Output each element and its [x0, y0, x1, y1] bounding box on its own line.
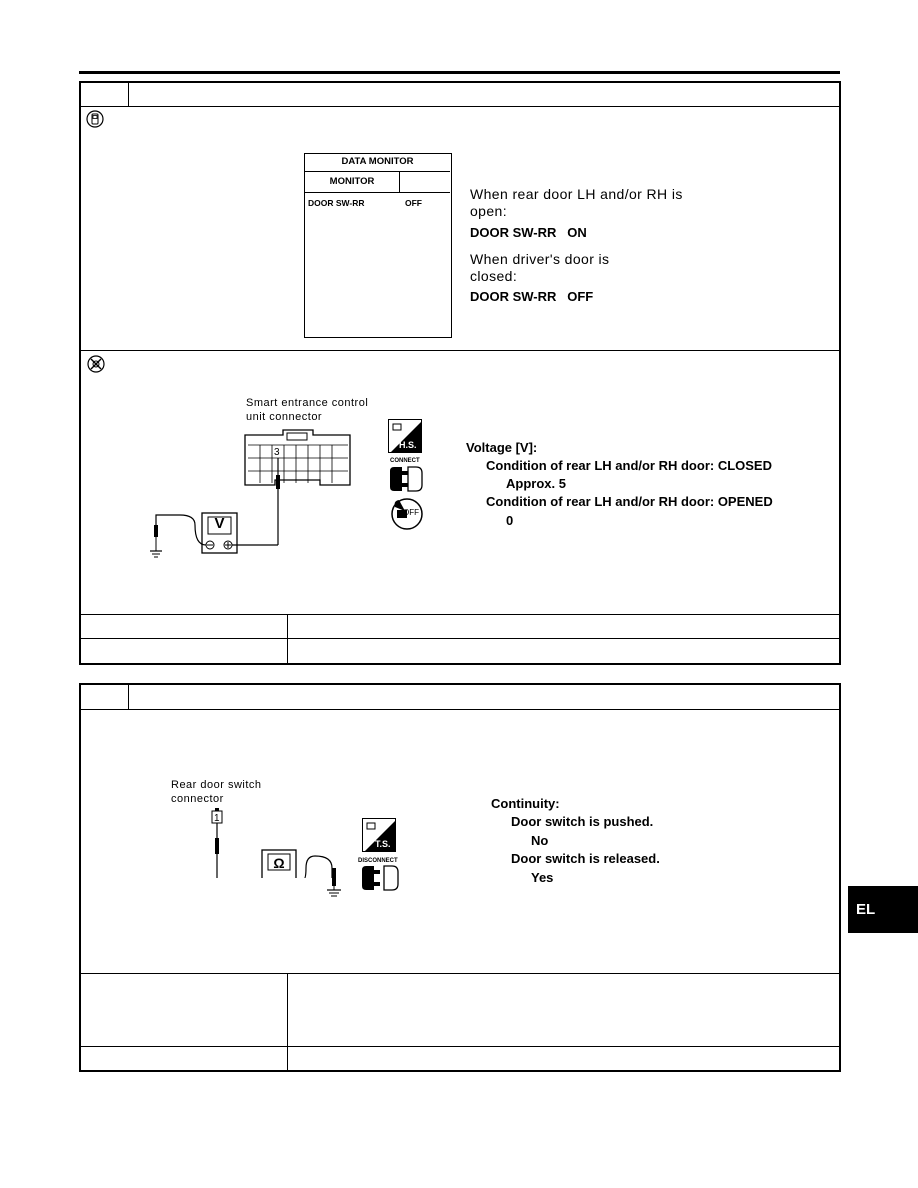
- ignition-off-label: OFF: [403, 508, 419, 517]
- step2-result-divider-2: [80, 1046, 840, 1047]
- step1-header-divider: [80, 106, 840, 107]
- voltage-condition-closed: Condition of rear LH and/or RH door: CLO…: [486, 458, 772, 473]
- continuity-value-pushed: No: [531, 833, 549, 848]
- monitor-header-divider: [399, 172, 400, 192]
- step2-header-cell-divider: [128, 684, 129, 709]
- hs-icon-label: H.S.: [399, 440, 417, 450]
- consult-condition-2: When driver's door is: [470, 251, 610, 267]
- connect-icon-label: CONNECT: [390, 458, 420, 464]
- consult-result-1: DOOR SW-RR ON: [470, 225, 587, 240]
- step1-result-divider-1: [80, 614, 840, 615]
- step1-header-cell-divider: [128, 82, 129, 106]
- pin-3-label: 3: [274, 447, 280, 458]
- step2-header-divider: [80, 709, 840, 710]
- step2-frame: [79, 683, 841, 1072]
- step1-frame: [79, 81, 841, 665]
- hs-icon: H.S.: [388, 419, 422, 453]
- data-monitor-title: DATA MONITOR: [341, 156, 414, 167]
- section-tab-el: EL: [848, 886, 918, 933]
- smart-entrance-connector-label-2: unit connector: [246, 411, 323, 423]
- consult-condition-1b: open:: [470, 203, 508, 219]
- rear-door-switch-diagram: 1: [211, 808, 333, 878]
- voltmeter-symbol: V: [214, 515, 225, 532]
- voltage-spec-title: Voltage [V]:: [466, 440, 538, 455]
- consult-condition-1: When rear door LH and/or RH is: [470, 186, 683, 202]
- continuity-value-released: Yes: [531, 870, 554, 885]
- voltage-value-opened: 0: [506, 513, 514, 528]
- monitor-column-header: MONITOR: [329, 176, 375, 187]
- disconnect-icon: [362, 865, 399, 891]
- continuity-condition-pushed: Door switch is pushed.: [511, 814, 654, 829]
- step1-result-divider-2: [80, 638, 840, 639]
- voltage-value-closed: Approx. 5: [506, 476, 566, 491]
- connect-icon: [390, 466, 423, 492]
- monitor-item-value: OFF: [405, 198, 422, 208]
- circuit-tester-icon: [87, 355, 105, 373]
- continuity-spec-title: Continuity:: [491, 796, 560, 811]
- monitor-item-name: DOOR SW-RR: [308, 198, 365, 208]
- step2-result-divider-1: [80, 973, 840, 974]
- disconnect-icon-label: DISCONNECT: [358, 858, 398, 864]
- continuity-condition-released: Door switch is released.: [511, 851, 660, 866]
- consult-condition-2b: closed:: [470, 268, 518, 284]
- smart-entrance-connector-diagram: 3: [150, 429, 351, 558]
- voltage-condition-opened: Condition of rear LH and/or RH door: OPE…: [486, 494, 773, 509]
- ts-icon-label: T.S.: [375, 839, 391, 849]
- rear-door-connector-label: Rear door switch: [171, 779, 262, 791]
- data-monitor-title-row: DATA MONITOR: [305, 154, 450, 172]
- pin-1-label: 1: [214, 813, 220, 824]
- ignition-off-icon: [391, 498, 423, 530]
- top-rule: [79, 71, 840, 74]
- ohmmeter-symbol: Ω: [273, 855, 285, 871]
- data-monitor-header-row: MONITOR: [305, 172, 450, 193]
- rear-door-connector-label-2: connector: [171, 793, 224, 805]
- consult-result-2: DOOR SW-RR OFF: [470, 289, 594, 304]
- step1-section-divider: [80, 350, 840, 351]
- step2-result-cell-divider: [287, 973, 288, 1071]
- data-monitor-screen: DATA MONITOR MONITOR DOOR SW-RR OFF: [304, 153, 452, 338]
- ts-icon: T.S.: [362, 818, 396, 852]
- step1-result-cell-divider: [287, 614, 288, 664]
- ground-symbol: [327, 868, 341, 897]
- smart-entrance-connector-label: Smart entrance control: [246, 397, 369, 409]
- consult-tool-icon: [86, 110, 104, 128]
